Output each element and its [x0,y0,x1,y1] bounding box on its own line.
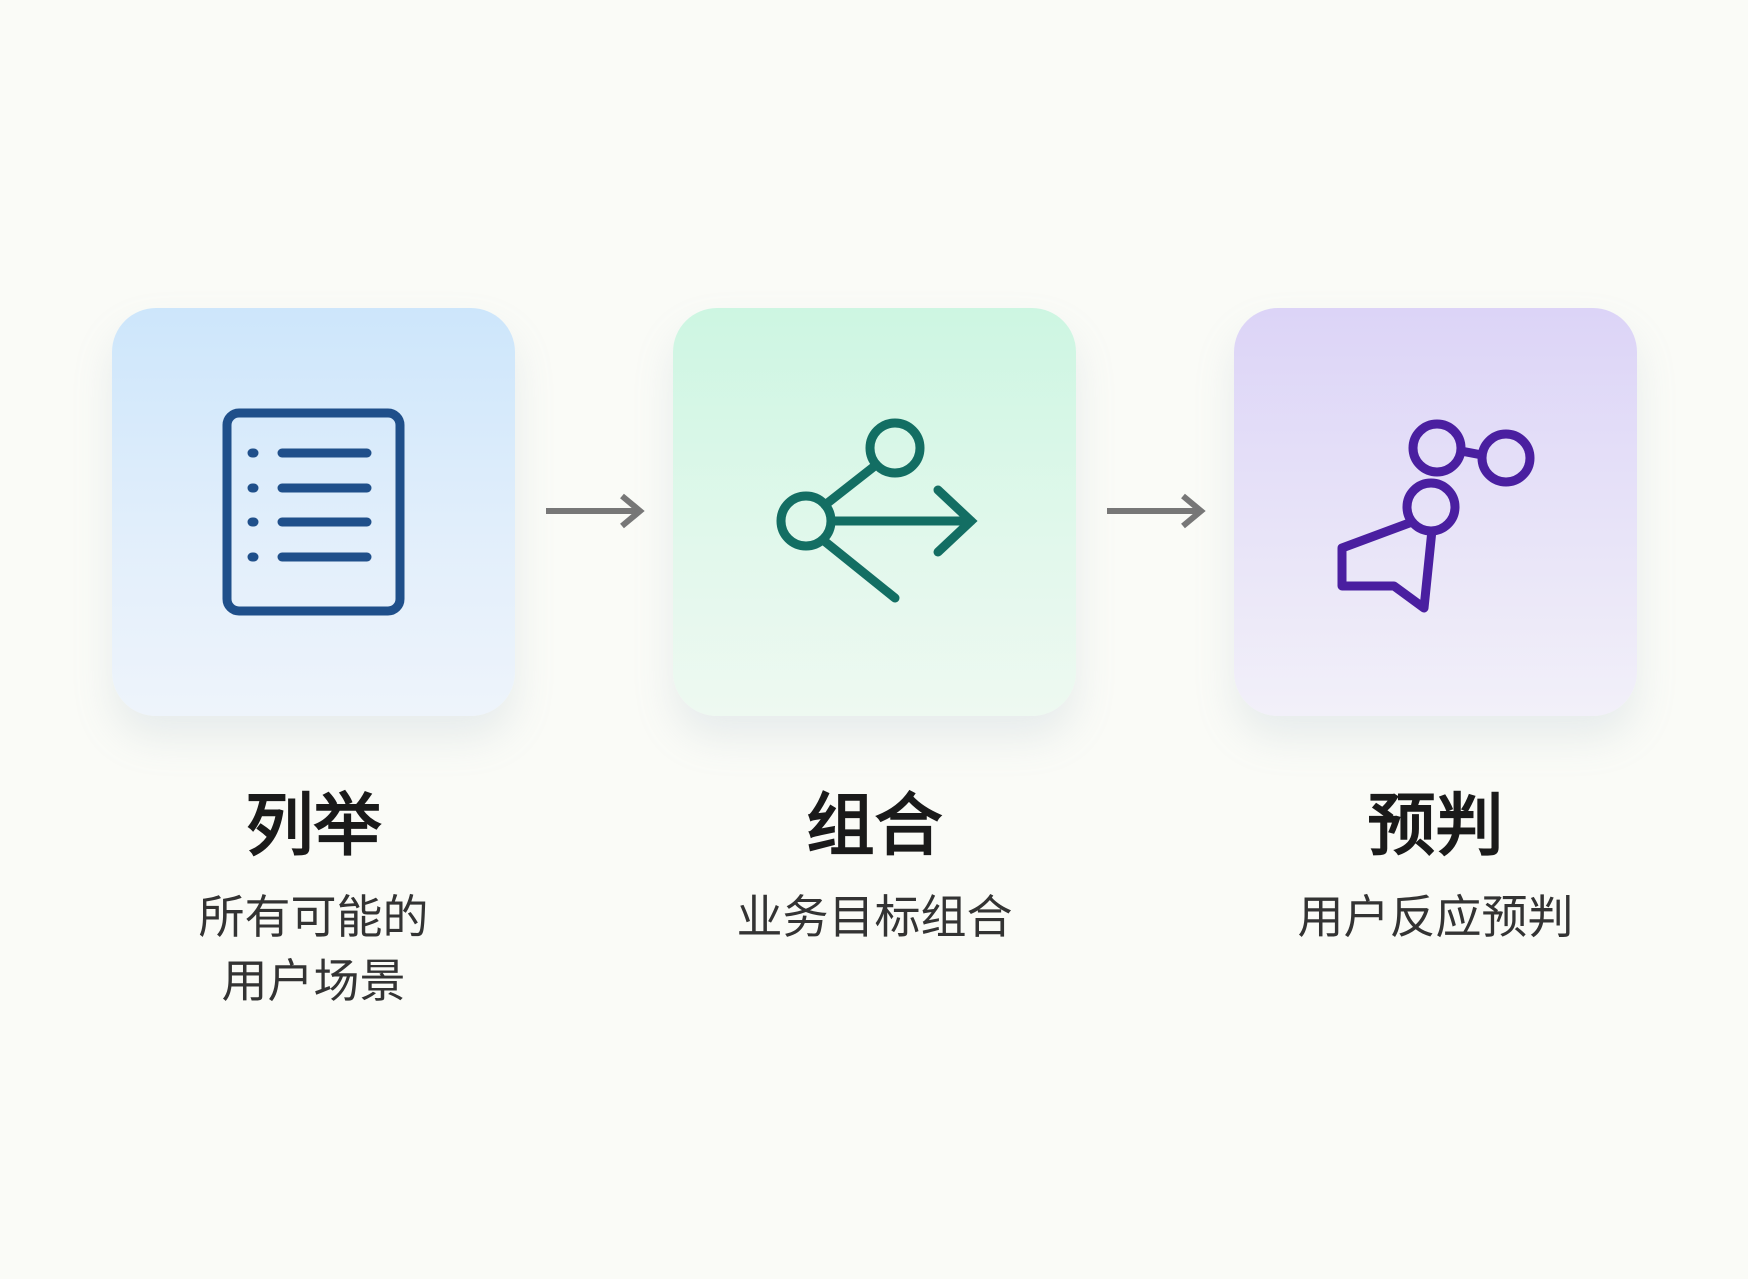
subtitle-line: 用户反应预判 [1297,890,1574,944]
step-subtitle: 所有可能的 用户场景 [112,885,515,1013]
step-title: 组合 [806,787,943,866]
nodes-chat-icon [1337,419,1535,613]
arrow-right-icon [1107,493,1206,529]
step-title: 预判 [1367,787,1504,866]
share-arrow-icon [776,418,978,603]
subtitle-line: 所有可能的 [198,890,429,944]
arrow-right-icon [546,493,645,529]
list-icon [222,408,405,616]
step-card-enumerate [112,308,515,716]
subtitle-line: 用户场景 [221,954,406,1008]
subtitle-line: 业务目标组合 [736,890,1013,944]
step-title: 列举 [245,787,382,866]
step-subtitle: 用户反应预判 [1234,885,1637,949]
step-card-combine [673,308,1076,716]
step-card-predict [1234,308,1637,716]
step-subtitle: 业务目标组合 [673,885,1076,949]
